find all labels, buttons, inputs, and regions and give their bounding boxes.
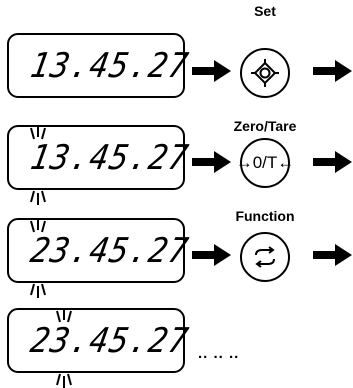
arrow-right-icon (313, 60, 352, 82)
zero-tare-icon: →0/T← (235, 153, 295, 172)
set-button[interactable] (240, 48, 290, 98)
lcd-value-1: 13.45.27 (27, 46, 192, 86)
lcd-display-3: 23.45.27 (7, 218, 192, 283)
lcd-display-2: 13.45.27 (7, 125, 192, 190)
crosshair-target-icon (251, 59, 279, 87)
continuation-dots: .. .. .. (198, 345, 240, 362)
arrow-right-icon (192, 244, 231, 266)
arrow-right-icon (192, 151, 231, 173)
arrow-right-icon (192, 60, 231, 82)
zero-tare-button-label: Zero/Tare (233, 118, 297, 134)
function-button-label: Function (235, 208, 295, 224)
lcd-display-4: 23.45.27 (7, 308, 192, 373)
lcd-display-1: 13.45.27 (7, 33, 192, 98)
arrow-right-icon (313, 244, 352, 266)
set-button-label: Set (254, 3, 276, 19)
blink-indicator-icon (30, 125, 46, 205)
blink-indicator-icon (30, 218, 46, 298)
blink-indicator-icon (56, 308, 72, 388)
arrow-right-icon (313, 151, 352, 173)
zero-tare-button[interactable]: →0/T← (236, 138, 294, 188)
cycle-arrows-icon (255, 246, 275, 268)
function-button[interactable] (240, 232, 290, 282)
